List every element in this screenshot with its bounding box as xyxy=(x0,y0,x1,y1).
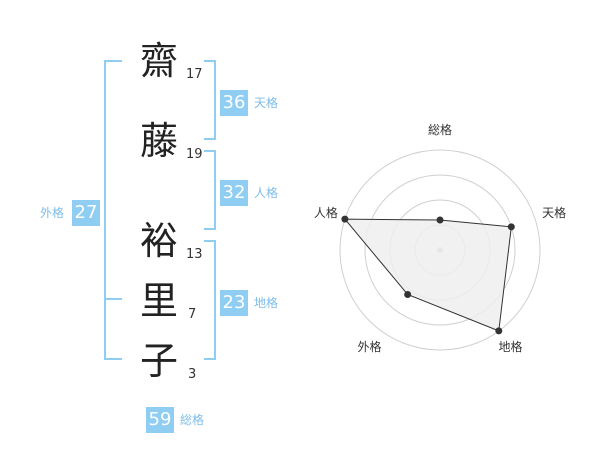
stroke-count-4: 7 xyxy=(188,307,197,322)
radar-grid-ring xyxy=(339,149,541,351)
radar-point-4 xyxy=(404,290,412,298)
radar-point-3 xyxy=(495,327,503,335)
jinkaku-label: 人格 xyxy=(254,186,279,200)
radar-point-5 xyxy=(341,215,349,223)
soukaku-label: 総格 xyxy=(180,413,205,427)
stroke-count-3: 13 xyxy=(186,247,203,262)
gaikaku-label: 外格 xyxy=(40,206,65,220)
tenkaku-bracket xyxy=(204,60,216,140)
name-char-5: 子 xyxy=(140,339,179,383)
soukaku-value: 59 xyxy=(146,407,174,433)
stroke-count-5: 3 xyxy=(188,367,197,382)
radar-grid-ring xyxy=(364,174,516,326)
chikaku-label: 地格 xyxy=(254,296,279,310)
chikaku-value: 23 xyxy=(220,290,248,316)
chikaku-bracket xyxy=(204,240,216,360)
radar-axis-label-4: 外格 xyxy=(357,339,381,354)
radar-axis-label-1: 総格 xyxy=(428,122,452,137)
name-char-2: 藤 xyxy=(140,119,179,163)
jinkaku-value: 32 xyxy=(220,180,248,206)
radar-point-2 xyxy=(507,223,515,231)
radar-value-area xyxy=(343,218,512,332)
tenkaku-value: 36 xyxy=(220,90,248,116)
name-char-3: 裕 xyxy=(140,219,179,263)
stroke-count-2: 19 xyxy=(186,147,203,162)
radar-point-1 xyxy=(436,216,444,224)
radar-axis-label-3: 地格 xyxy=(499,339,523,354)
gaikaku-value: 27 xyxy=(72,200,100,226)
tenkaku-label: 天格 xyxy=(254,96,279,110)
outer-bracket xyxy=(104,60,122,360)
name-char-4: 里 xyxy=(140,279,179,323)
stroke-count-1: 17 xyxy=(186,67,203,82)
radar-axis-label-5: 人格 xyxy=(314,205,338,220)
outer-bracket-tick xyxy=(104,298,122,300)
name-char-1: 齋 xyxy=(140,39,179,83)
radar-axis-label-2: 天格 xyxy=(542,205,566,220)
jinkaku-bracket xyxy=(204,150,216,230)
